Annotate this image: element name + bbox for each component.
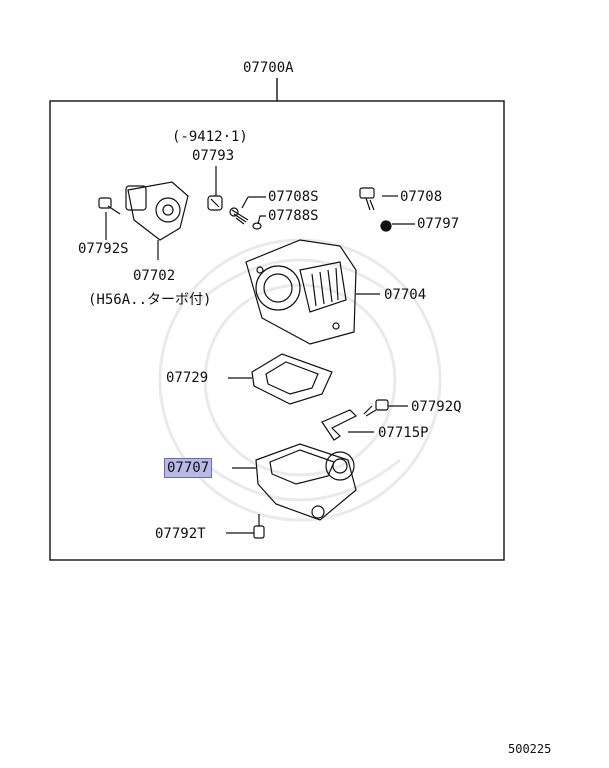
date-note: (-9412·1) — [172, 129, 248, 145]
bolt-07792T-drawing — [253, 514, 265, 539]
gasket-07729-drawing — [251, 353, 333, 405]
bracket-07715P-drawing — [321, 409, 358, 441]
part-label-07704[interactable]: 07704 — [384, 287, 427, 303]
part-label-07792T[interactable]: 07792T — [155, 526, 206, 542]
part-label-07793[interactable]: 07793 — [192, 148, 235, 164]
screw-07708S-drawing — [229, 207, 249, 225]
screw-07793-drawing — [207, 195, 223, 211]
bolt-07792Q-drawing — [363, 399, 389, 417]
sensor-07702-drawing — [125, 181, 189, 241]
isc-valve-07707-drawing — [255, 443, 357, 521]
part-label-07792Q[interactable]: 07792Q — [411, 399, 462, 415]
part-label-07708[interactable]: 07708 — [400, 189, 443, 205]
nut-07797-drawing — [380, 220, 392, 232]
part-label-07797[interactable]: 07797 — [417, 216, 460, 232]
figure-id: 500225 — [508, 742, 552, 756]
bolt-07792S-drawing — [98, 197, 121, 215]
part-label-07792S[interactable]: 07792S — [78, 241, 129, 257]
part-label-07708S[interactable]: 07708S — [268, 189, 319, 205]
part-label-07702[interactable]: 07702 — [133, 268, 176, 284]
part-label-07788S[interactable]: 07788S — [268, 208, 319, 224]
part-label-07707-highlighted[interactable]: 07707 — [164, 458, 213, 478]
assembly-label: 07700A — [243, 60, 294, 76]
part-label-07729[interactable]: 07729 — [166, 370, 209, 386]
variant-note: (H56A..ターボ付) — [88, 292, 212, 308]
diagram-frame — [49, 100, 505, 561]
bolt-07708-drawing — [359, 187, 375, 211]
oring-07788S-drawing — [252, 222, 262, 230]
part-label-07715P[interactable]: 07715P — [378, 425, 429, 441]
throttle-body-07704-drawing — [245, 239, 357, 345]
